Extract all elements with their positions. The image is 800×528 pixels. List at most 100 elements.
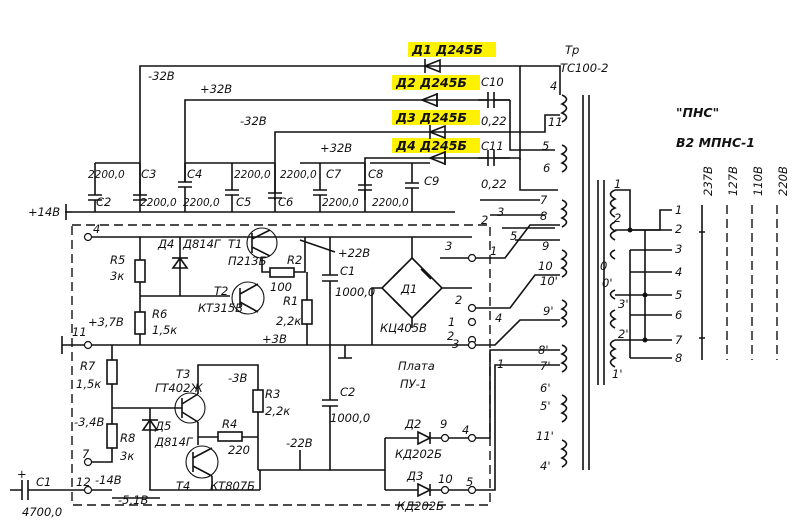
wire-tr-c	[520, 114, 560, 133]
num-3: 3	[497, 205, 504, 219]
highlight-d4	[392, 138, 480, 153]
zener-d4	[171, 248, 189, 285]
label-t2: Т2	[214, 284, 228, 298]
ground-left	[61, 336, 84, 354]
wire-board-tr-5	[476, 364, 560, 491]
wire-prim-bus	[629, 230, 646, 358]
plus-c1-bottom: +	[17, 467, 27, 481]
tr-pin-4p: 4'	[540, 459, 550, 473]
value-r5: 3к	[110, 269, 124, 283]
wire-prim-1	[615, 189, 672, 231]
terminal-label-2b: 2	[447, 329, 454, 343]
tr-prim-2p: 2'	[618, 327, 628, 341]
svg-text:220В: 220В	[776, 166, 790, 196]
terminal-1-right	[467, 317, 477, 327]
model-t1: П213Б	[228, 254, 267, 268]
tr-prim-1p: 1'	[612, 367, 622, 381]
label-d3-board: Д3	[406, 469, 423, 483]
diode-d1-top	[422, 58, 441, 74]
svg-text:127В: 127В	[726, 166, 740, 196]
wire-r2	[261, 237, 306, 273]
cap-c1	[322, 237, 338, 345]
wire-bridge	[371, 237, 472, 345]
tr-pin-5: 5	[542, 139, 549, 153]
resistor-r6	[134, 311, 146, 335]
tr-prim-1: 1	[614, 177, 621, 191]
terminal-label-2: 2	[455, 293, 462, 307]
cap-c1-bottom	[10, 480, 84, 500]
highlight-d2	[392, 75, 480, 90]
val-c5: 2200,0	[234, 169, 271, 181]
resistor-r3	[252, 389, 264, 413]
tr-prim-0p: 0'	[602, 276, 612, 290]
switch-pos-1: 1	[675, 203, 682, 217]
resistor-r8	[106, 423, 118, 449]
tr-pin-7p: 7'	[540, 359, 550, 373]
value-r6: 1,5к	[152, 323, 177, 337]
label-v378: +3,7В	[88, 315, 124, 329]
label-p22: +22В	[338, 246, 370, 260]
wire-tr-b	[509, 100, 555, 151]
resistor-r4	[217, 431, 243, 442]
label-m22: -22В	[286, 436, 313, 450]
switch-voltage-237: 237В	[699, 166, 715, 360]
tr-pin-9p: 9'	[543, 304, 553, 318]
rail-p32	[184, 99, 510, 182]
transistor-t4	[185, 445, 219, 479]
value-r4: 220	[228, 443, 250, 457]
wire-t4	[91, 236, 141, 248]
terminal-label-3b: 3	[452, 337, 459, 351]
resistor-r5	[134, 259, 146, 283]
label-c1: С1	[340, 264, 355, 278]
tr-label: Тр	[565, 43, 579, 57]
tr-pin-8: 8	[540, 209, 547, 223]
label-c2-bank: С2	[96, 195, 111, 209]
label-c10: С10	[481, 75, 504, 89]
tr-pin-8p: 8'	[538, 343, 548, 357]
label-c8-bank: С8	[368, 167, 383, 181]
wire-t3	[112, 364, 259, 445]
cap-c2-board	[258, 345, 338, 471]
switch-pos-5: 5	[675, 288, 682, 302]
val-c4: 2200,0	[183, 197, 220, 209]
svg-text:110В: 110В	[751, 166, 765, 196]
highlight-d3	[392, 110, 480, 125]
wire-p22	[299, 239, 336, 253]
diode-d4-top	[427, 150, 446, 166]
switch-pos-3: 3	[675, 242, 682, 256]
tr-core-primary	[597, 180, 605, 385]
label-r1: R1	[283, 294, 298, 308]
val-c7: 2200,0	[322, 197, 359, 209]
label-d1: Д1	[400, 282, 417, 296]
resistor-r1	[301, 299, 313, 325]
num-1a: 1	[490, 244, 497, 258]
value-r3: 2,2к	[265, 404, 290, 418]
diode-d2-top	[419, 92, 438, 108]
switch-voltage-110: 110В	[751, 166, 765, 360]
label-c2-board: С2	[340, 385, 355, 399]
terminal-label-5r: 5	[466, 475, 473, 489]
tr-pin-10: 10	[538, 259, 553, 273]
terminal-5-right	[467, 485, 477, 495]
label-v348: -3,4В	[74, 415, 104, 429]
tr-pin-6p: 6'	[540, 381, 550, 395]
label-m3: -3В	[228, 371, 247, 385]
label-c11: С11	[481, 139, 504, 153]
label-d2-top: Д2 Д245Б	[395, 75, 467, 90]
val-c6: 2200,0	[280, 169, 317, 181]
model-d3-board: КД202Б	[397, 499, 444, 513]
resistor-r2	[269, 267, 295, 278]
label-c4-bank: С4	[187, 167, 202, 181]
value-c1: 1000,0	[335, 285, 375, 299]
junction-b	[642, 292, 648, 298]
terminal-3b-right	[467, 340, 477, 350]
switch-voltage-220: 220В	[776, 166, 790, 360]
tr-pin-7: 7	[540, 193, 548, 207]
value-r8: 3к	[120, 449, 134, 463]
tr-core	[582, 95, 590, 470]
terminal-2-right	[467, 303, 477, 313]
label-d1-top: Д1 Д245Б	[411, 42, 483, 57]
model-t2: КТ315В	[198, 301, 243, 315]
terminal-9	[440, 433, 450, 443]
wire-board-tr-3	[476, 319, 560, 346]
